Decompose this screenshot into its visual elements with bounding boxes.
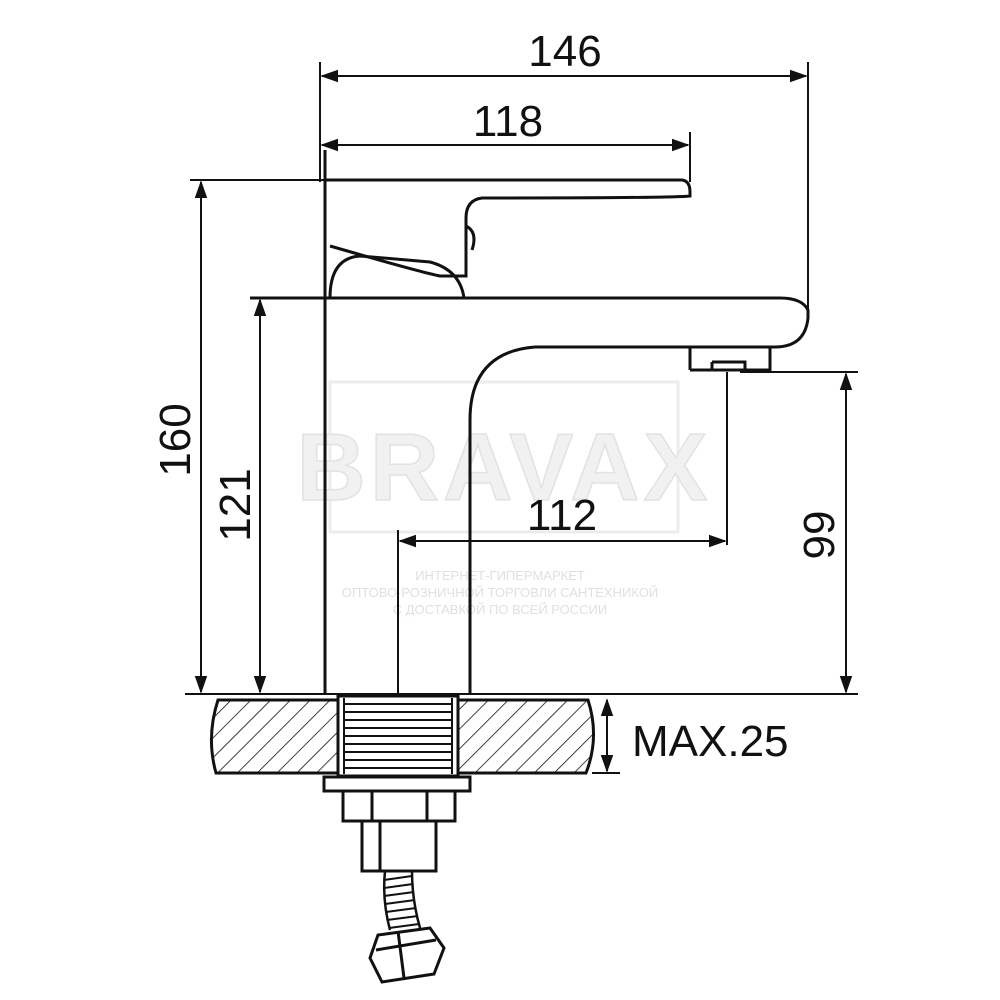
watermark-brand: BRAVAX <box>296 414 711 521</box>
dim-112-label: 112 <box>527 491 597 540</box>
dim-160-label: 160 <box>151 403 200 476</box>
dim-118-label: 118 <box>473 97 543 146</box>
countertop <box>209 694 596 778</box>
watermark-line-3: С ДОСТАВКОЙ ПО ВСЕЙ РОССИИ <box>393 602 608 617</box>
mounting-hardware <box>322 775 472 984</box>
handle-base-curve <box>328 254 466 299</box>
dim-121-label: 121 <box>211 468 260 541</box>
hose-nut <box>368 926 446 984</box>
dimension-lines <box>185 62 858 774</box>
handle-cartridge <box>465 224 476 251</box>
dimension-labels: 146 118 160 121 112 99 MAX.25 <box>151 27 844 766</box>
watermark: BRAVAX ИНТЕРНЕТ-ГИПЕРМАРКЕТ ОПТОВО-РОЗНИ… <box>296 380 711 617</box>
mounting-nut <box>341 789 457 823</box>
aerator <box>688 347 772 372</box>
washer-plate <box>322 775 472 793</box>
dim-99-label: 99 <box>795 511 844 560</box>
spout-body <box>250 150 810 694</box>
watermark-line-1: ИНТЕРНЕТ-ГИПЕРМАРКЕТ <box>415 568 585 583</box>
hose-braid <box>383 875 420 929</box>
watermark-frame <box>328 380 680 534</box>
faucet-body <box>250 150 810 694</box>
watermark-line-2: ОПТОВО-РОЗНИЧНОЙ ТОРГОВЛИ САНТЕХНИКОЙ <box>342 585 658 600</box>
handle-lever <box>325 178 692 278</box>
inlet-fitting <box>360 819 438 873</box>
shank-threads <box>343 698 453 774</box>
dim-146-label: 146 <box>528 27 601 76</box>
dim-max25-label: MAX.25 <box>632 717 789 766</box>
